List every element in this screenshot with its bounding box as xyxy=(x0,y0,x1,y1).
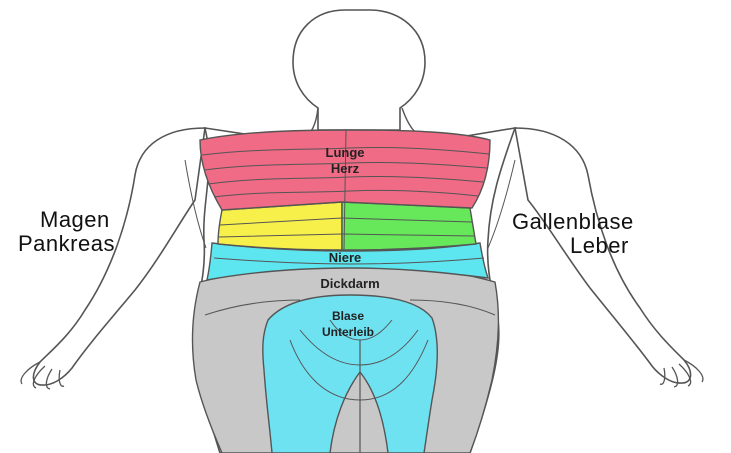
liver-label: Leber xyxy=(570,234,629,258)
lung-label: Lunge xyxy=(326,145,365,160)
gallbladder-zone xyxy=(342,202,476,250)
gallbladder-label: Gallenblase xyxy=(512,210,634,234)
bladder-label: Blase xyxy=(332,309,364,323)
head-outline xyxy=(293,10,425,130)
colon-label: Dickdarm xyxy=(320,276,379,291)
abdomen-label: Unterleib xyxy=(322,325,374,339)
kidney-label: Niere xyxy=(329,250,362,265)
left-arm-outline xyxy=(33,128,205,385)
pancreas-label: Pankreas xyxy=(18,232,115,256)
stomach-label: Magen xyxy=(40,208,110,232)
heart-label: Herz xyxy=(331,161,360,176)
